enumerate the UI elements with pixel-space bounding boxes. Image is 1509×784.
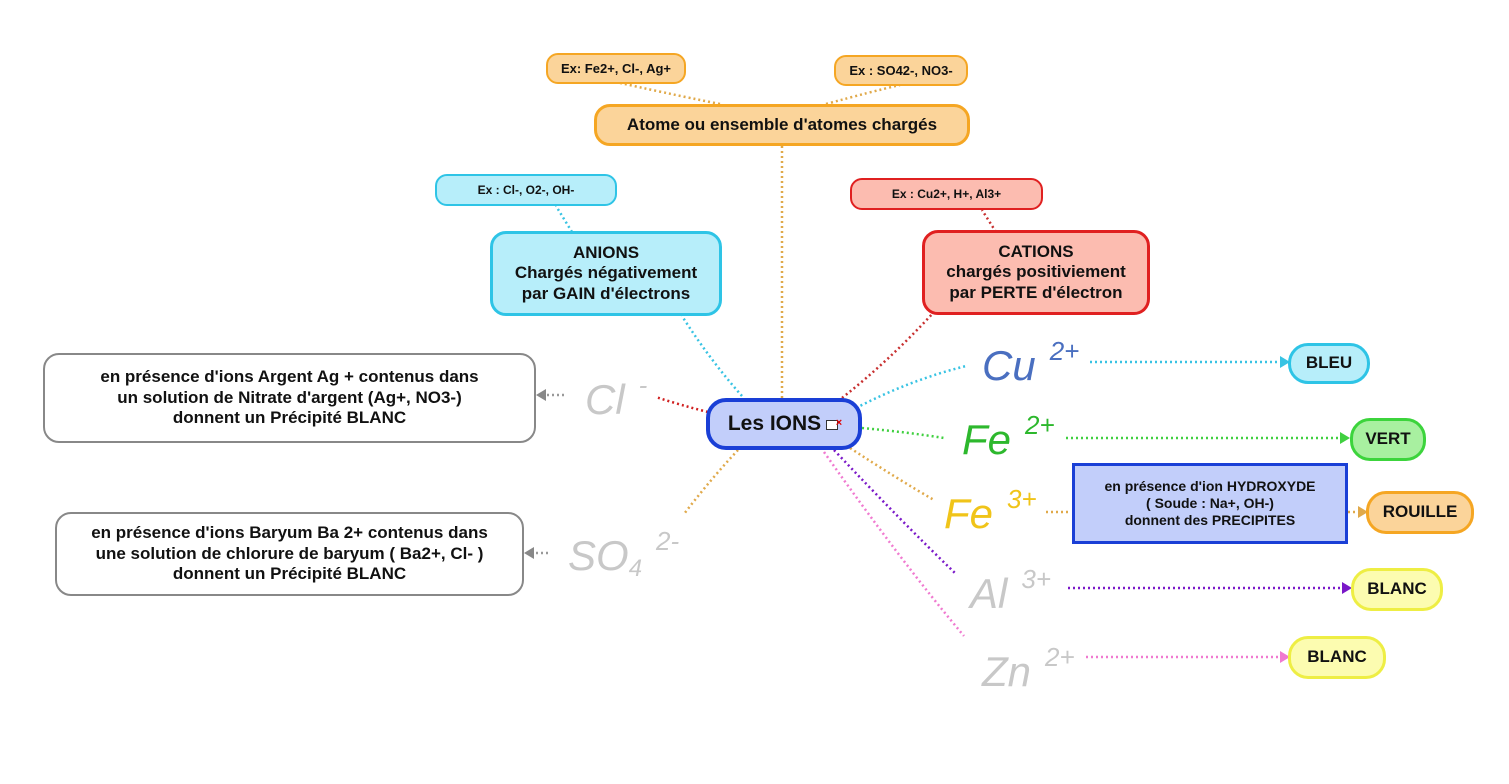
test-sulfate-line1: en présence d'ions Baryum Ba 2+ contenus… [91,523,488,543]
cations-title: CATIONS [998,241,1074,261]
link-center-cl [655,395,709,414]
definition-node[interactable]: Atome ou ensemble d'atomes chargés [594,104,970,146]
anions-line2: Chargés négativement [514,263,698,283]
test-sulfate[interactable]: en présence d'ions Baryum Ba 2+ contenus… [55,512,524,596]
note-icon [826,418,842,430]
center-label: Les IONS [727,412,822,436]
ion-fe2[interactable]: Fe 2+ [962,412,1055,461]
link-center-fe2 [861,426,945,440]
ion-al-charge: 3+ [1021,564,1052,594]
definition-example-right-label: Ex : SO42-, NO3- [849,62,953,78]
link-center-so4 [683,449,739,515]
ion-fe3[interactable]: Fe 3+ [944,486,1037,535]
arrowhead-cl [536,389,546,401]
anions-example-label: Ex : Cl-, O2-, OH- [477,182,575,197]
arrowhead-fe3 [1358,506,1368,518]
definition-example-left-label: Ex: Fe2+, Cl-, Ag+ [560,60,672,76]
result-zn-label: BLANC [1307,647,1367,667]
ion-cu-charge: 2+ [1049,336,1080,366]
ion-cu[interactable]: Cu 2+ [982,338,1079,387]
link-anions-example [554,205,574,233]
result-zn[interactable]: BLANC [1288,636,1386,679]
test-hydroxide[interactable]: en présence d'ion HYDROXYDE ( Soude : Na… [1072,463,1348,544]
ion-fe2-symbol: Fe [962,416,1012,463]
ion-cl[interactable]: Cl- [585,372,647,421]
link-center-cations [841,311,935,399]
test-sulfate-line2: une solution de chlorure de baryum ( Ba2… [95,543,484,563]
ion-so4-symbol: SO [568,532,629,579]
cations-node[interactable]: CATIONS chargés positiviement par PERTE … [922,230,1150,315]
link-center-cu [855,364,967,410]
link-cations-example [980,209,998,233]
ion-al[interactable]: Al 3+ [970,566,1051,615]
anions-node[interactable]: ANIONS Chargés négativement par GAIN d'é… [490,231,722,316]
test-chloride[interactable]: en présence d'ions Argent Ag + contenus … [43,353,536,443]
ion-so4[interactable]: SO4 2- [568,528,679,581]
arrowheads [524,356,1368,663]
test-chloride-line2: un solution de Nitrate d'argent (Ag+, NO… [117,387,462,407]
test-sulfate-line3: donnent un Précipité BLANC [172,564,407,584]
center-node[interactable]: Les IONS [706,398,862,450]
link-center-al [833,449,957,575]
result-fe3[interactable]: ROUILLE [1366,491,1474,534]
anions-title: ANIONS [572,242,640,262]
ion-cl-charge: - [638,370,648,400]
arrowhead-zn [1280,651,1290,663]
arrowhead-so4 [524,547,534,559]
result-cu[interactable]: BLEU [1288,343,1370,384]
link-definition-example-left [615,80,721,106]
ion-al-symbol: Al [970,570,1008,617]
ion-fe3-charge: 3+ [1007,484,1037,514]
ion-fe2-charge: 2+ [1025,410,1055,440]
cations-line2: chargés positiviement [946,262,1126,282]
link-center-anions [680,315,743,397]
ion-so4-sub: 4 [628,555,643,582]
arrowhead-cu [1280,356,1290,368]
link-center-fe3 [849,446,935,502]
result-fe3-label: ROUILLE [1382,502,1458,522]
result-al-label: BLANC [1367,579,1427,599]
definition-example-left[interactable]: Ex: Fe2+, Cl-, Ag+ [546,53,686,84]
test-chloride-line1: en présence d'ions Argent Ag + contenus … [100,367,479,387]
anions-example[interactable]: Ex : Cl-, O2-, OH- [435,174,617,206]
cations-example-label: Ex : Cu2+, H+, Al3+ [891,186,1002,201]
test-hydroxide-line1: en présence d'ion HYDROXYDE [1104,478,1316,495]
result-fe2[interactable]: VERT [1350,418,1426,461]
link-definition-example-right [825,83,901,106]
definition-label: Atome ou ensemble d'atomes chargés [626,114,938,134]
ion-zn-charge: 2+ [1045,642,1075,672]
ion-zn-symbol: Zn [982,648,1032,695]
link-center-zn [822,451,965,637]
result-al[interactable]: BLANC [1351,568,1443,611]
result-fe2-label: VERT [1365,429,1411,449]
arrowhead-fe2 [1340,432,1350,444]
test-chloride-line3: donnent un Précipité BLANC [172,408,407,428]
ion-so4-charge: 2- [656,526,680,556]
ion-cu-symbol: Cu [982,342,1036,389]
test-hydroxide-line2: ( Soude : Na+, OH-) [1146,495,1274,512]
result-cu-label: BLEU [1305,353,1353,373]
cations-example[interactable]: Ex : Cu2+, H+, Al3+ [850,178,1043,210]
ion-cl-symbol: Cl [585,376,625,423]
arrowhead-al [1342,582,1352,594]
ion-fe3-symbol: Fe [944,490,994,537]
cations-line3: par PERTE d'électron [949,282,1123,302]
definition-example-right[interactable]: Ex : SO42-, NO3- [834,55,968,86]
test-hydroxide-line3: donnent des PRECIPITES [1124,511,1296,528]
anions-line3: par GAIN d'électrons [521,283,691,303]
ion-zn[interactable]: Zn 2+ [982,644,1075,693]
